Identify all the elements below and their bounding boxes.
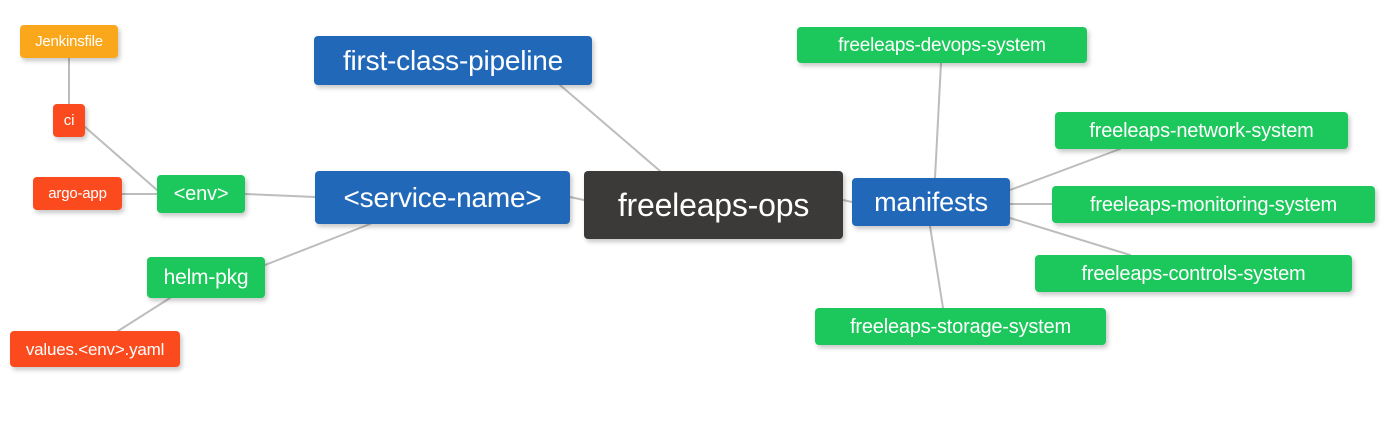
node-label: freeleaps-controls-system [1081,262,1306,285]
node-label: freeleaps-monitoring-system [1090,193,1337,216]
node-label: Jenkinsfile [35,33,103,50]
edge-freeleaps-ops-to-manifests [842,199,853,203]
node-label: freeleaps-storage-system [850,315,1071,338]
node-service-name[interactable]: <service-name> [315,171,570,224]
node-label: freeleaps-ops [617,187,810,223]
node-jenkinsfile[interactable]: Jenkinsfile [20,25,118,58]
node-manifests[interactable]: manifests [852,178,1010,226]
node-label: ci [63,112,75,129]
edge-manifests-to-devops-system [934,62,942,179]
node-label: freeleaps-network-system [1089,119,1314,142]
node-label: <env> [173,183,229,205]
node-label: <service-name> [343,181,542,213]
edge-manifests-to-controls-system [1009,217,1131,256]
edge-first-class-pipeline-to-freeleaps-ops [559,84,661,172]
node-label: helm-pkg [163,266,249,289]
node-label: values.<env>.yaml [25,339,165,359]
edge-service-name-to-freeleaps-ops [569,196,585,201]
node-env[interactable]: <env> [157,175,245,213]
edge-manifests-to-storage-system [929,225,944,309]
edge-helm-pkg-to-values-yaml [117,297,171,332]
node-devops-system[interactable]: freeleaps-devops-system [797,27,1087,63]
node-storage-system[interactable]: freeleaps-storage-system [815,308,1106,345]
node-network-system[interactable]: freeleaps-network-system [1055,112,1348,149]
node-controls-system[interactable]: freeleaps-controls-system [1035,255,1352,292]
edge-manifests-to-network-system [1009,148,1121,191]
node-values-yaml[interactable]: values.<env>.yaml [10,331,180,367]
node-first-class-pipeline[interactable]: first-class-pipeline [314,36,592,85]
node-monitoring-system[interactable]: freeleaps-monitoring-system [1052,186,1375,223]
node-ci[interactable]: ci [53,104,85,137]
node-helm-pkg[interactable]: helm-pkg [147,257,265,298]
node-label: freeleaps-devops-system [838,34,1046,56]
node-label: first-class-pipeline [342,44,564,76]
node-label: argo-app [48,185,107,202]
node-freeleaps-ops[interactable]: freeleaps-ops [584,171,843,239]
node-label: manifests [874,186,988,217]
edge-env-to-service-name [244,193,316,198]
edge-service-name-to-helm-pkg [264,223,371,266]
node-argo-app[interactable]: argo-app [33,177,122,210]
